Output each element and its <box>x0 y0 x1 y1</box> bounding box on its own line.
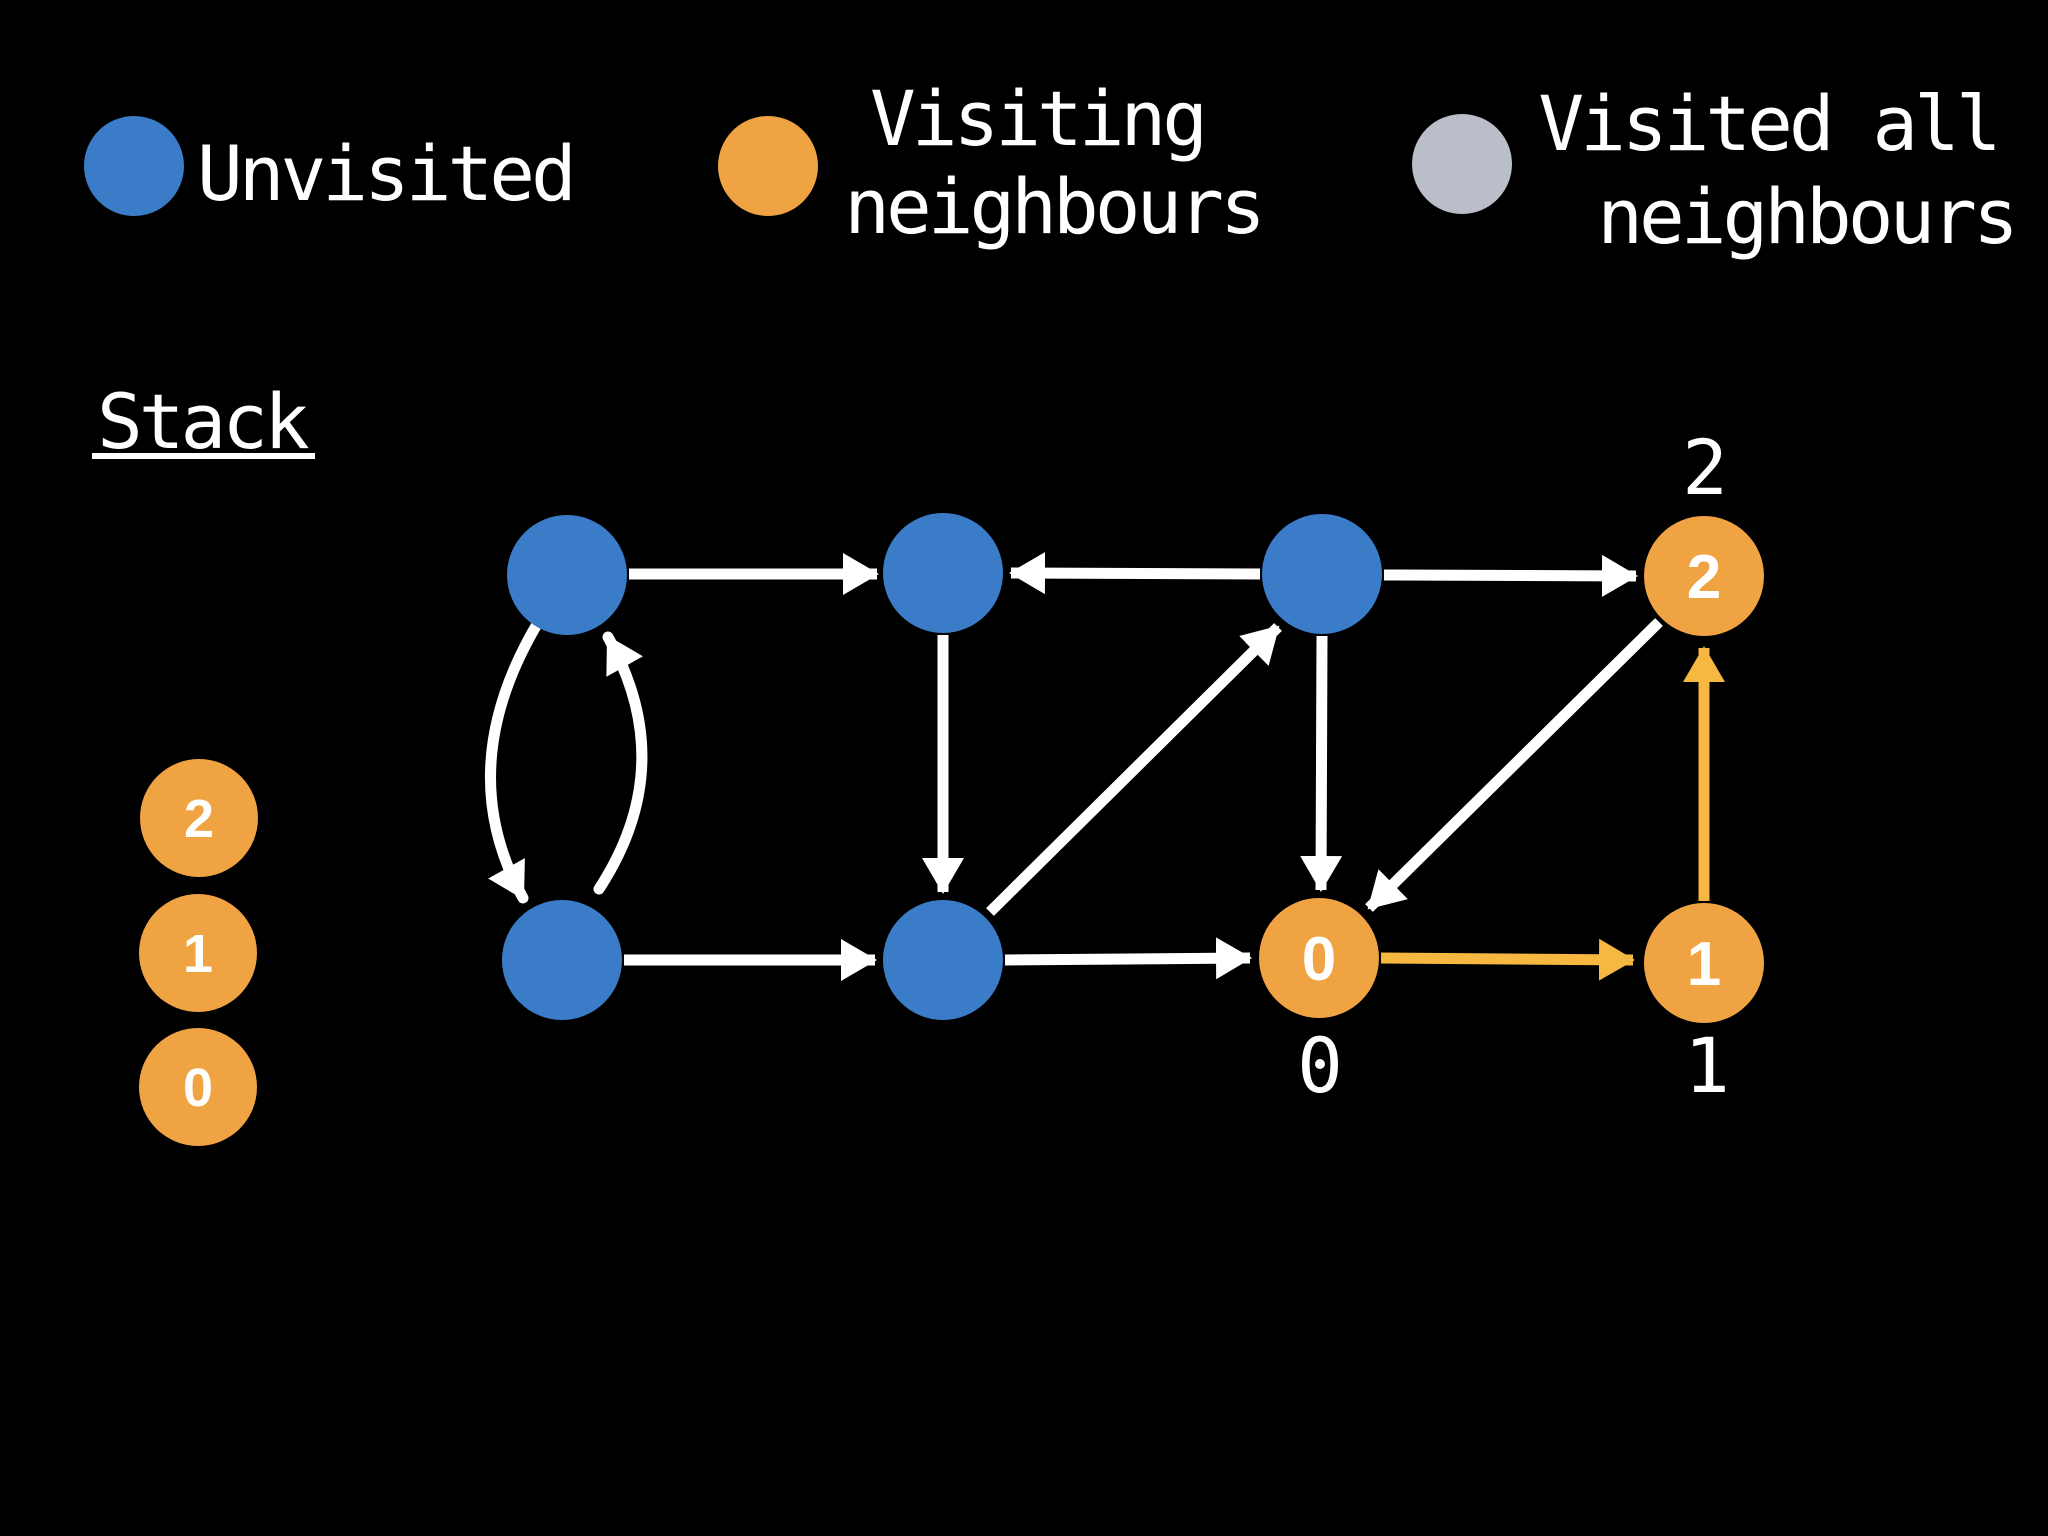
stack-item-value: 0 <box>183 1058 213 1118</box>
graph-node-2-value: 2 <box>1687 543 1721 612</box>
graph-node-1-visiting <box>1644 903 1764 1023</box>
legend-visited-all-label-line1: Visited all <box>1538 79 1997 168</box>
stack-panel: Stack 2 1 0 <box>92 377 315 1146</box>
legend-visited-all-label-line2: neighbours <box>1597 172 2015 261</box>
graph-node-2-visiting <box>1644 516 1764 636</box>
stack-item-circle <box>139 894 257 1012</box>
edge-top3-to-node2 <box>1383 554 1638 597</box>
legend-visited-all-dot-icon <box>1412 114 1512 214</box>
legend: Unvisited Visiting neighbours Visited al… <box>84 74 2019 261</box>
stack-item-value: 2 <box>184 789 214 849</box>
graph-node-top2-unvisited <box>883 513 1003 633</box>
graph-node-1-outer-label: 1 <box>1684 1021 1726 1110</box>
graph-node-0-outer-label: 0 <box>1297 1021 1339 1110</box>
edge-node2-to-node0 <box>1365 618 1663 912</box>
graph-node-bottom1-unvisited <box>502 900 622 1020</box>
stack-item-circle <box>140 759 258 877</box>
stack-item-circle <box>139 1028 257 1146</box>
graph-node-top1-unvisited <box>507 515 627 635</box>
edge-top1-to-bottom1-curve <box>485 620 542 904</box>
edge-top3-to-top2 <box>1009 552 1261 595</box>
stack-item-value: 1 <box>183 924 213 984</box>
legend-visiting-label-line1: Visiting <box>870 74 1204 163</box>
stack-item: 1 <box>139 894 257 1012</box>
graph-edges <box>485 552 1725 981</box>
edge-bottom1-to-top1-curve <box>593 631 648 895</box>
edge-bottom2-to-top3 <box>986 623 1282 916</box>
graph-node-top3-unvisited <box>1262 514 1382 634</box>
graph-node-1-value: 1 <box>1687 930 1721 999</box>
graph-node-0-value: 0 <box>1302 925 1336 994</box>
stack-item: 2 <box>140 759 258 877</box>
graph-node-bottom2-unvisited <box>883 900 1003 1020</box>
legend-visiting-dot-icon <box>718 116 818 216</box>
legend-visiting-label-line2: neighbours <box>844 162 1262 251</box>
legend-unvisited-dot-icon <box>84 116 184 216</box>
edge-node0-to-node1-active <box>1380 938 1635 981</box>
edge-bottom2-to-node0 <box>1004 937 1252 980</box>
graph-node-0-visiting <box>1259 898 1379 1018</box>
legend-unvisited-label: Unvisited <box>197 129 573 218</box>
edge-top3-to-node0 <box>1300 635 1343 892</box>
stack-title: Stack <box>97 377 309 466</box>
stack-item: 0 <box>139 1028 257 1146</box>
graph-node-2-outer-label: 2 <box>1682 423 1724 512</box>
graph-node-labels: 2 0 1 <box>1297 423 1730 1110</box>
graph-nodes: 2 0 1 <box>502 513 1764 1023</box>
